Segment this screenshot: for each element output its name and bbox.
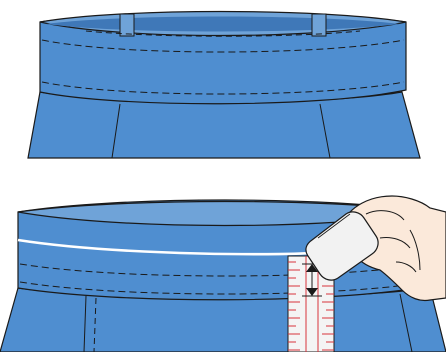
panel-waistband-marking-view [0, 196, 446, 352]
panel-waistband-top-view [28, 12, 420, 159]
inner-loop-right [312, 14, 326, 36]
inner-loop-left [120, 14, 134, 36]
